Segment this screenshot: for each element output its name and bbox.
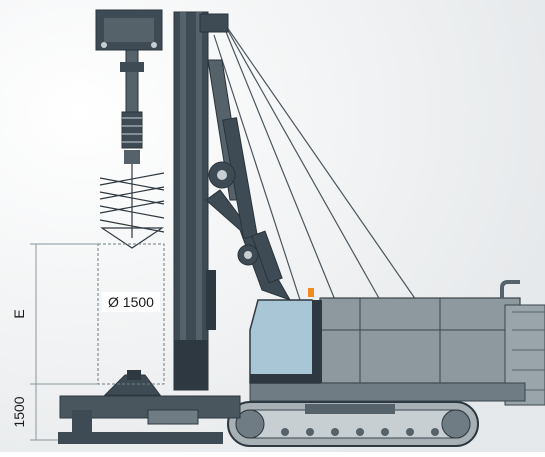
mast xyxy=(173,11,229,391)
rotary-head xyxy=(95,9,163,164)
diameter-label: Ø 1500 xyxy=(108,294,154,310)
dimension-lines xyxy=(30,243,98,441)
front-base xyxy=(58,370,241,444)
crawler-track xyxy=(227,401,479,447)
beacon-light xyxy=(308,288,314,297)
linkage-arms xyxy=(205,59,292,301)
support-cables xyxy=(213,19,417,301)
upper-body xyxy=(249,280,545,406)
operator-cab xyxy=(249,288,322,384)
height-dimension-label: E xyxy=(11,309,27,318)
casing-outline xyxy=(97,243,165,385)
base-dimension-label: 1500 xyxy=(11,396,27,427)
auger-tool xyxy=(99,164,165,249)
